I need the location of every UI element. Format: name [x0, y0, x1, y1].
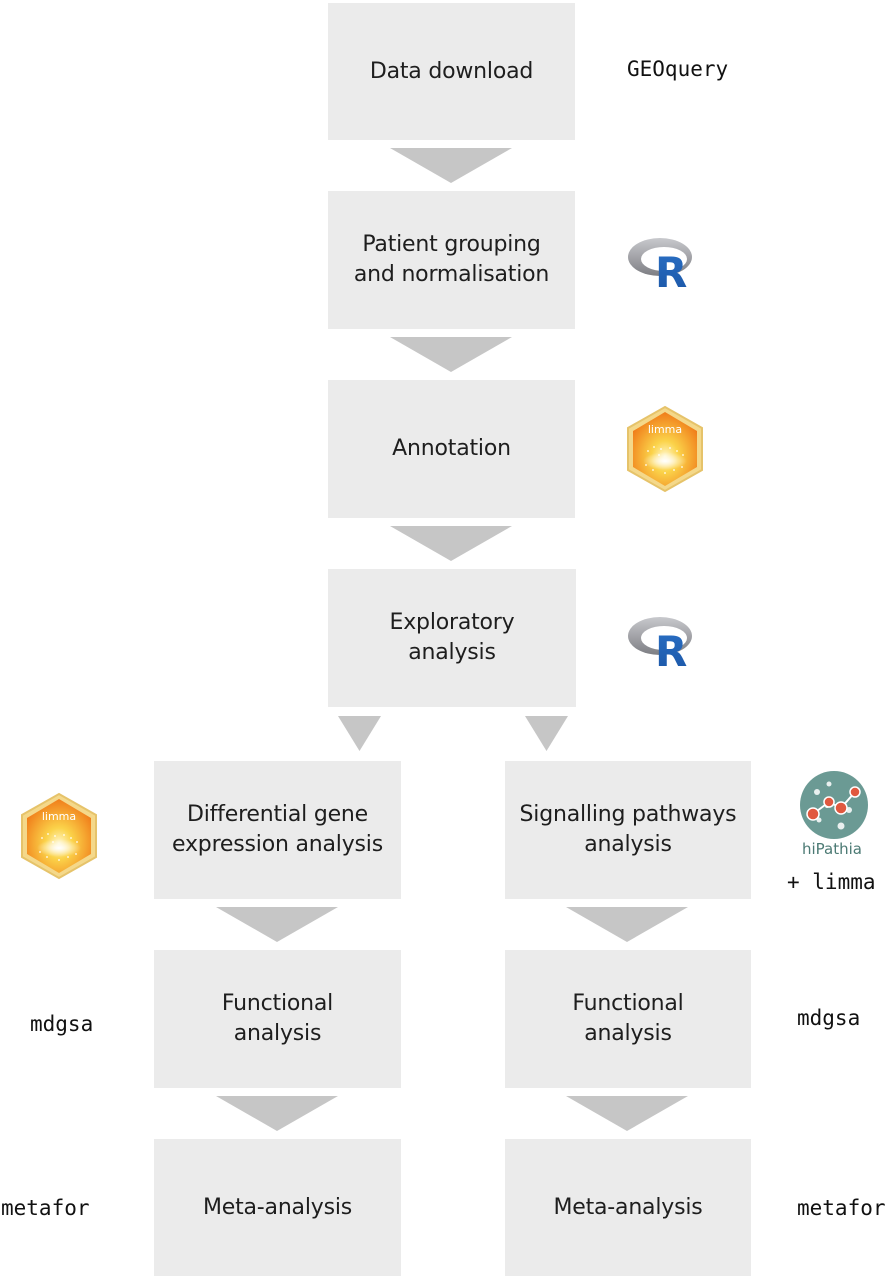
box-label-line1: Functional: [572, 991, 684, 1016]
svg-text:R: R: [655, 248, 687, 290]
box-label-line2: analysis: [408, 640, 496, 665]
r-logo-icon: R: [628, 238, 692, 290]
box-label-line1: Signalling pathways: [519, 802, 737, 827]
box-label-line2: and normalisation: [353, 262, 550, 287]
arrow-down-right-2: [566, 1096, 688, 1131]
box-label-line1: Differential gene: [186, 802, 369, 827]
box-label-line2: analysis: [584, 832, 672, 857]
arrow-down-left-1: [216, 907, 338, 942]
box-label: Data download: [369, 58, 534, 84]
arrow-down-3: [390, 526, 512, 561]
svg-text:R: R: [655, 627, 687, 669]
box-functional-analysis-left: Functional analysis: [154, 950, 401, 1088]
tool-metafor-right: metafor: [797, 1196, 886, 1220]
tool-mdgsa-right: mdgsa: [797, 1006, 861, 1030]
box-meta-analysis-right: Meta-analysis: [505, 1139, 751, 1276]
tool-mdgsa-left: mdgsa: [30, 1012, 94, 1036]
box-label: Meta-analysis: [202, 1194, 353, 1220]
limma-logo-icon: limma: [21, 792, 97, 880]
r-logo-icon: R: [628, 617, 692, 669]
tool-metafor-left: metafor: [1, 1196, 90, 1220]
box-patient-grouping: Patient grouping and normalisation: [328, 191, 575, 329]
tool-geoquery: GEOquery: [627, 57, 729, 81]
box-label-line2: analysis: [233, 1021, 322, 1046]
arrow-down-branch-left: [338, 716, 381, 751]
arrow-down-1: [390, 148, 512, 183]
box-label-line1: Exploratory: [389, 610, 515, 635]
box-functional-analysis-right: Functional analysis: [505, 950, 751, 1088]
box-label: Annotation: [392, 436, 511, 461]
box-exploratory-analysis: Exploratory analysis: [328, 569, 576, 707]
box-signalling-pathways: Signalling pathways analysis: [505, 761, 751, 899]
arrow-down-branch-right: [525, 716, 568, 751]
box-meta-analysis-left: Meta-analysis: [154, 1139, 401, 1276]
arrow-down-left-2: [216, 1096, 338, 1131]
arrow-down-2: [390, 337, 512, 372]
box-differential-gene-expression: Differential gene expression analysis: [154, 761, 401, 899]
hipathia-logo-label: hiPathia: [802, 840, 862, 858]
tool-plus-limma: + limma: [787, 870, 876, 894]
hipathia-logo-icon: [800, 771, 868, 839]
box-label: Meta-analysis: [553, 1194, 703, 1220]
box-label-line2: analysis: [584, 1021, 672, 1046]
box-annotation: Annotation: [328, 380, 575, 518]
arrow-down-right-1: [566, 907, 688, 942]
box-label-line1: Patient grouping: [362, 232, 541, 257]
svg-text:limma: limma: [648, 423, 682, 436]
box-label-line2: expression analysis: [172, 832, 383, 857]
limma-logo-icon: limma: [627, 405, 703, 493]
box-label-line1: Functional: [221, 991, 334, 1016]
box-data-download: Data download: [328, 3, 575, 140]
svg-text:limma: limma: [42, 810, 76, 823]
